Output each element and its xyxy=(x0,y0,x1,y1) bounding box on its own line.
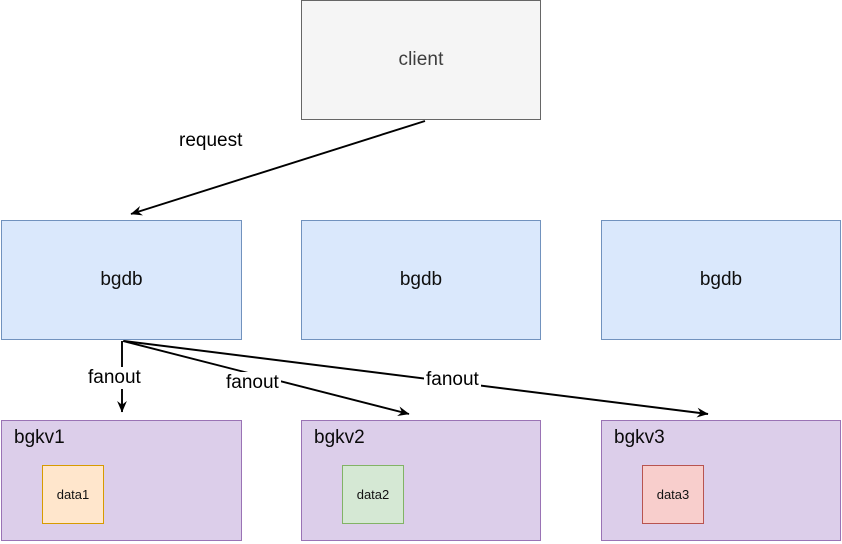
edge-label-fanout-1: fanout xyxy=(86,367,143,389)
node-client[interactable]: client xyxy=(301,0,541,120)
node-bgdb-2-label: bgdb xyxy=(399,269,443,290)
node-data1-label: data1 xyxy=(56,487,90,502)
node-bgdb-1[interactable]: bgdb xyxy=(1,220,242,340)
node-bgkv-2[interactable]: bgkv2 data2 xyxy=(301,420,541,541)
node-bgkv-1-label: bgkv1 xyxy=(14,427,65,448)
node-bgdb-3[interactable]: bgdb xyxy=(601,220,841,340)
node-bgdb-2[interactable]: bgdb xyxy=(301,220,541,340)
node-bgkv-1[interactable]: bgkv1 data1 xyxy=(1,420,242,541)
node-data2[interactable]: data2 xyxy=(342,465,404,524)
node-bgkv-3-label: bgkv3 xyxy=(614,427,665,448)
edge-label-fanout-3: fanout xyxy=(424,369,481,391)
node-bgdb-1-label: bgdb xyxy=(100,269,143,290)
node-bgdb-3-label: bgdb xyxy=(699,269,743,290)
node-data3[interactable]: data3 xyxy=(642,465,704,524)
edge-label-fanout-2: fanout xyxy=(224,372,281,394)
node-client-label: client xyxy=(398,49,444,70)
node-bgkv-2-label: bgkv2 xyxy=(314,427,365,448)
node-data2-label: data2 xyxy=(356,487,390,502)
edge-request xyxy=(130,120,426,216)
edge-fanout-bgkv3 xyxy=(123,340,709,418)
node-bgkv-3[interactable]: bgkv3 data3 xyxy=(601,420,841,541)
node-data3-label: data3 xyxy=(656,487,690,502)
node-data1[interactable]: data1 xyxy=(42,465,104,524)
edge-label-request: request xyxy=(177,130,245,152)
